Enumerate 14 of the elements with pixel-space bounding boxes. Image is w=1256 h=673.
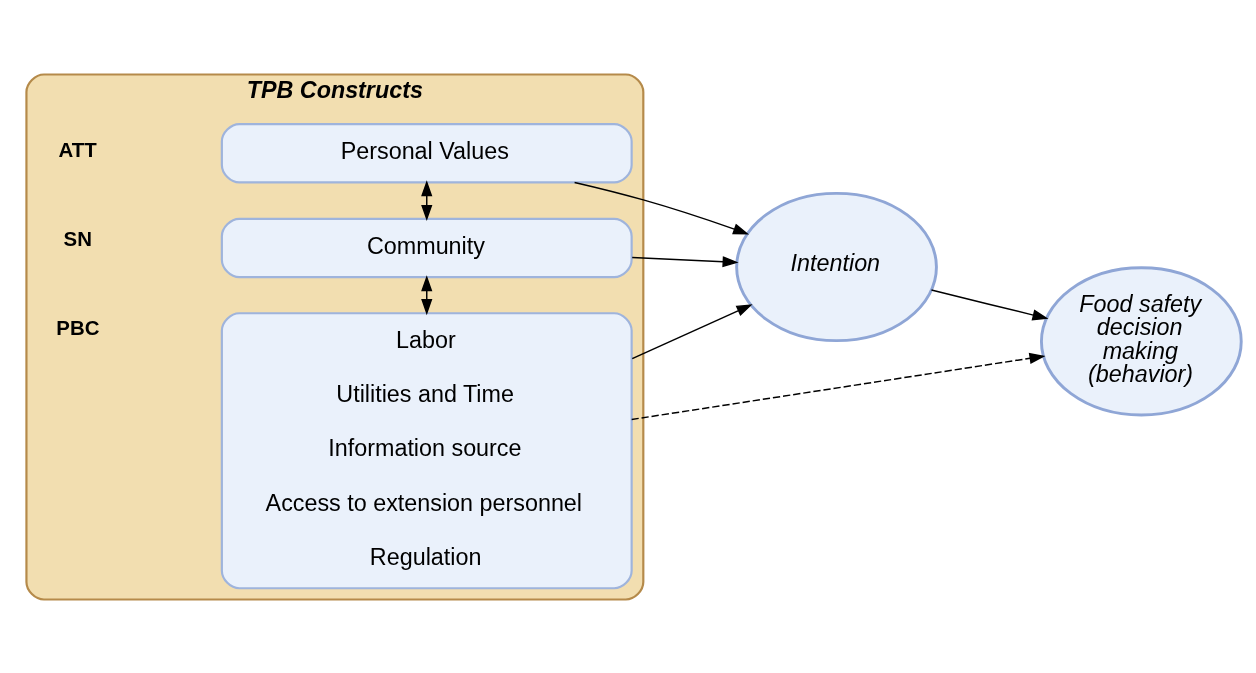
label: PBC xyxy=(56,316,100,339)
arrow xyxy=(630,352,1046,420)
arrow xyxy=(421,179,433,221)
node-box: Labor Utilities and Time Information source Access to extension personnel Regulation xyxy=(220,311,633,589)
arrow xyxy=(930,288,1049,320)
arrow xyxy=(631,255,739,267)
node-ellipse: Food safety decision making (behavior) xyxy=(1040,265,1243,416)
arrow xyxy=(421,274,433,315)
label: SN xyxy=(63,227,92,250)
node-box: Community xyxy=(220,217,633,278)
arrow xyxy=(573,181,750,234)
node-box: Personal Values xyxy=(220,122,633,183)
label: ATT xyxy=(58,138,97,161)
arrow xyxy=(631,303,753,359)
